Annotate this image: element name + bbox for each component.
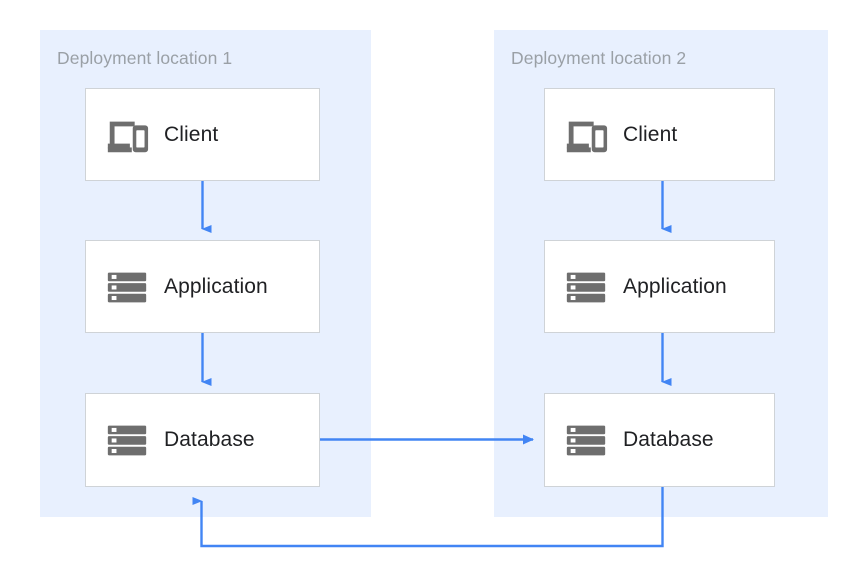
zone-label-deployment-location-1: Deployment location 1 bbox=[57, 48, 233, 68]
server-icon bbox=[107, 272, 147, 302]
node-application-1[interactable]: Application bbox=[85, 240, 320, 333]
node-label-application-2: Application bbox=[623, 274, 727, 298]
devices-icon bbox=[107, 121, 149, 152]
node-database-1[interactable]: Database bbox=[85, 393, 320, 487]
node-label-client-2: Client bbox=[623, 122, 678, 146]
node-client-2[interactable]: Client bbox=[544, 88, 775, 181]
server-icon bbox=[566, 425, 606, 456]
node-database-2[interactable]: Database bbox=[544, 393, 775, 487]
server-icon bbox=[107, 425, 147, 456]
node-client-1[interactable]: Client bbox=[85, 88, 320, 181]
node-label-database-2: Database bbox=[623, 428, 714, 451]
server-icon bbox=[566, 272, 606, 302]
node-label-database-1: Database bbox=[164, 428, 255, 451]
node-application-2[interactable]: Application bbox=[544, 240, 775, 333]
zone-label-deployment-location-2: Deployment location 2 bbox=[511, 48, 687, 68]
devices-icon bbox=[566, 121, 608, 152]
node-label-client-1: Client bbox=[164, 122, 219, 146]
node-label-application-1: Application bbox=[164, 274, 268, 298]
